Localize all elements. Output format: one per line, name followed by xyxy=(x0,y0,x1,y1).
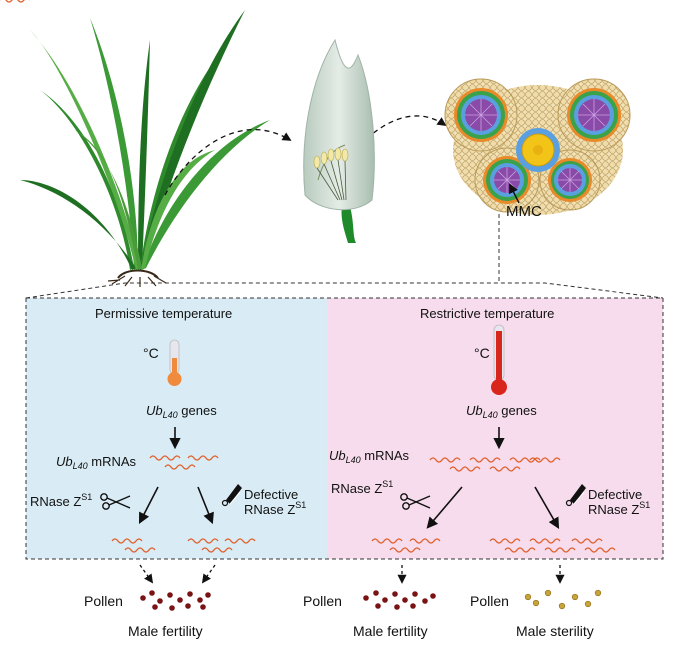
defective-rnase-restrictive: RNase ZS1 xyxy=(588,500,651,517)
rice-flower-icon xyxy=(303,38,375,243)
restrictive-temperature-label: Restrictive temperature xyxy=(420,306,555,321)
thermometer-icon xyxy=(491,324,507,395)
thermometer-icon xyxy=(167,339,182,386)
rnase-label-permissive: RNase ZS1 xyxy=(30,492,93,509)
male-sterility-right: Male sterility xyxy=(516,623,594,639)
mmc-label: MMC xyxy=(506,203,542,220)
defective-rnase-permissive: RNase ZS1 xyxy=(244,500,307,517)
mrna-group xyxy=(0,0,30,3)
scissors-icon xyxy=(400,493,431,510)
anther-cross-section-icon xyxy=(444,78,631,215)
celsius-label-restrictive: °C xyxy=(474,345,490,361)
ub-genes-restrictive: UbL40 genes xyxy=(466,403,537,420)
ub-mrnas-restrictive: UbL40 mRNAs xyxy=(329,448,410,465)
pollen-sterile xyxy=(524,589,602,610)
defective-label-restrictive: Defective xyxy=(588,487,643,502)
male-fertility-left: Male fertility xyxy=(128,623,203,639)
permissive-temperature-label: Permissive temperature xyxy=(95,306,233,321)
pollen-fertile-left xyxy=(140,590,211,611)
pollen-label-right: Pollen xyxy=(470,593,509,609)
rnase-label-restrictive: RNase ZS1 xyxy=(331,479,394,496)
ub-mrnas-permissive: UbL40 mRNAs xyxy=(56,454,137,471)
scissors-icon xyxy=(100,493,131,510)
defective-scissors-icon xyxy=(221,484,242,507)
pollen-label-middle: Pollen xyxy=(303,593,342,609)
male-fertility-middle: Male fertility xyxy=(353,623,428,639)
pollen-label-left: Pollen xyxy=(84,593,123,609)
defective-label-permissive: Defective xyxy=(244,487,299,502)
rice-plant-icon xyxy=(20,10,270,287)
defective-scissors-icon xyxy=(565,484,586,507)
celsius-label-permissive: °C xyxy=(143,345,159,361)
pollen-fertile-middle xyxy=(363,590,436,610)
permissive-panel xyxy=(26,298,327,559)
ub-genes-permissive: UbL40 genes xyxy=(146,403,217,420)
